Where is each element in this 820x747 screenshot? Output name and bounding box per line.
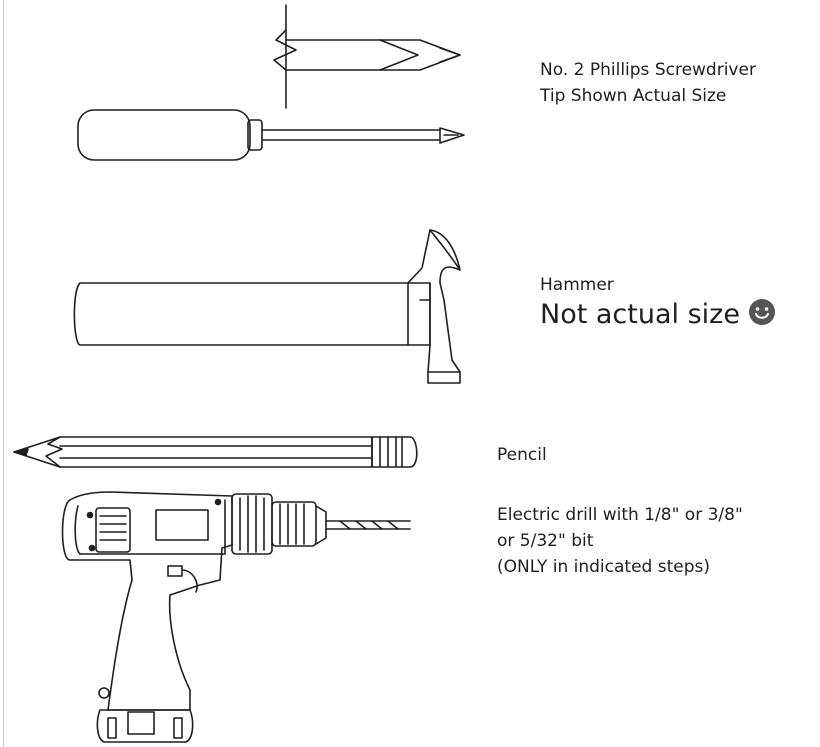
pencil-name: Pencil	[497, 445, 547, 465]
screwdriver-label-line2: Tip Shown Actual Size	[540, 86, 727, 106]
electric-drill-illustration	[61, 491, 411, 743]
screwdriver-illustration	[77, 109, 465, 161]
pencil-illustration	[13, 436, 418, 468]
drill-label-line2: or 5/32" bit	[497, 531, 594, 551]
drill-label: Electric drill with 1/8" or 3/8" or 5/32…	[497, 502, 743, 580]
pencil-label: Pencil	[497, 442, 547, 468]
hammer-note: Not actual size	[540, 298, 776, 335]
hammer-illustration	[73, 229, 461, 384]
page-left-edge	[3, 0, 4, 747]
drill-label-line3: (ONLY in indicated steps)	[497, 557, 710, 577]
phillips-tip-detail	[273, 4, 461, 109]
hammer-name: Hammer	[540, 275, 614, 295]
screwdriver-label: No. 2 Phillips Screwdriver Tip Shown Act…	[540, 57, 756, 109]
drill-label-line1: Electric drill with 1/8" or 3/8"	[497, 505, 743, 525]
hammer-note-text: Not actual size	[540, 299, 740, 330]
screwdriver-label-line1: No. 2 Phillips Screwdriver	[540, 60, 756, 80]
smiley-face-icon	[748, 298, 776, 335]
hammer-label: Hammer Not actual size	[540, 272, 776, 335]
